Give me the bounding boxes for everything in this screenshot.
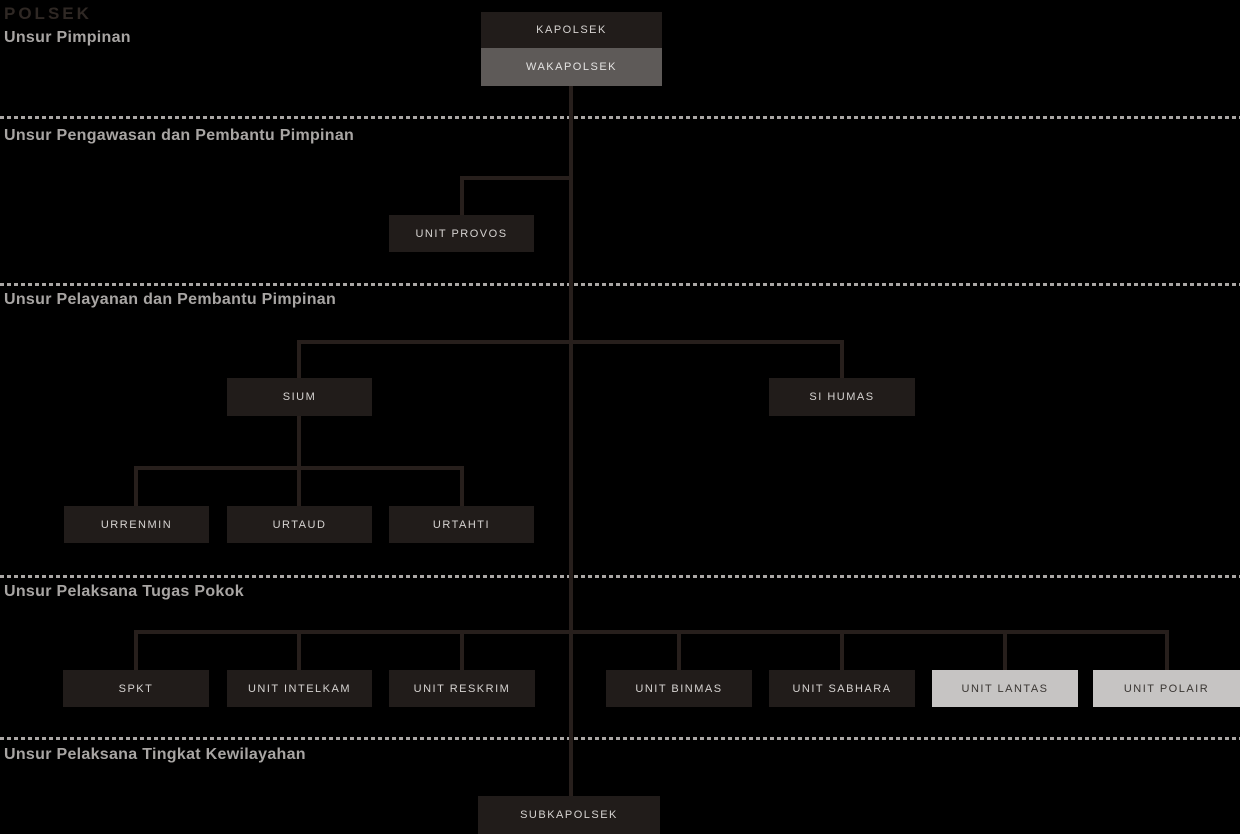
connector-unit-polair-stub: [1165, 630, 1169, 670]
node-unit-reskrim-label: UNIT RESKRIM: [413, 682, 511, 695]
connector-provos-horizontal: [460, 176, 573, 180]
page-title: POLSEK: [4, 4, 92, 23]
node-unit-reskrim: UNIT RESKRIM: [389, 670, 535, 707]
node-unit-sabhara-label: UNIT SABHARA: [792, 682, 892, 695]
connector-unit-lantas-stub: [1003, 630, 1007, 670]
connector-provos-vertical: [460, 176, 464, 216]
node-sium-label: SIUM: [282, 391, 317, 403]
section-label-unsur-pengawasan: Unsur Pengawasan dan Pembantu Pimpinan: [4, 127, 355, 144]
connector-si-humas-stub: [840, 340, 844, 378]
connector-trunk: [569, 86, 573, 796]
connector-urtahti-stub: [460, 466, 464, 506]
node-kapolsek-label: KAPOLSEK: [536, 24, 607, 36]
connector-unit-binmas-stub: [677, 630, 681, 670]
node-subkapolsek: SUBKAPOLSEK: [478, 796, 660, 834]
connector-row4-horizontal: [134, 630, 1169, 634]
node-spkt: SPKT: [63, 670, 209, 707]
node-wakapolsek: WAKAPOLSEK: [481, 48, 662, 86]
node-kapolsek: KAPOLSEK: [481, 12, 662, 48]
node-unit-intelkam-label: UNIT INTELKAM: [247, 682, 352, 695]
section-divider-4: [0, 737, 1240, 740]
section-label-unsur-pelayanan: Unsur Pelayanan dan Pembantu Pimpinan: [4, 291, 337, 308]
node-si-humas: SI HUMAS: [769, 378, 915, 416]
node-urtaud-label: URTAUD: [272, 518, 327, 531]
node-urtaud: URTAUD: [227, 506, 372, 543]
connector-spkt-stub: [134, 630, 138, 670]
node-urtahti: URTAHTI: [389, 506, 534, 543]
connector-row2-horizontal: [297, 340, 844, 344]
node-urrenmin-label: URRENMIN: [100, 518, 173, 531]
node-unit-provos: UNIT PROVOS: [389, 215, 534, 252]
connector-unit-intelkam-stub: [297, 630, 301, 670]
node-sium: SIUM: [227, 378, 372, 416]
node-unit-polair: UNIT POLAIR: [1093, 670, 1240, 707]
node-unit-intelkam: UNIT INTELKAM: [227, 670, 372, 707]
node-unit-binmas: UNIT BINMAS: [606, 670, 752, 707]
section-divider-2: [0, 283, 1240, 286]
connector-urtaud-stub: [297, 466, 301, 506]
section-divider-1: [0, 116, 1240, 119]
node-unit-lantas-label: UNIT LANTAS: [961, 682, 1049, 695]
section-label-unsur-pimpinan: Unsur Pimpinan: [4, 29, 131, 46]
connector-unit-sabhara-stub: [840, 630, 844, 670]
node-urrenmin: URRENMIN: [64, 506, 209, 543]
connector-unit-reskrim-stub: [460, 630, 464, 670]
connector-urrenmin-stub: [134, 466, 138, 506]
node-unit-binmas-label: UNIT BINMAS: [635, 682, 723, 695]
connector-sium-stub: [297, 340, 301, 378]
node-urtahti-label: URTAHTI: [432, 518, 491, 531]
node-unit-polair-label: UNIT POLAIR: [1123, 682, 1210, 695]
section-divider-3: [0, 575, 1240, 578]
connector-sium-down: [297, 416, 301, 470]
section-label-unsur-pelaksana-tugas-pokok: Unsur Pelaksana Tugas Pokok: [4, 583, 244, 600]
section-label-unsur-pelaksana-kewilayahan: Unsur Pelaksana Tingkat Kewilayahan: [4, 746, 306, 763]
node-wakapolsek-label: WAKAPOLSEK: [525, 61, 617, 73]
node-unit-sabhara: UNIT SABHARA: [769, 670, 915, 707]
node-unit-provos-label: UNIT PROVOS: [415, 227, 508, 240]
node-subkapolsek-label: SUBKAPOLSEK: [520, 809, 618, 821]
node-si-humas-label: SI HUMAS: [809, 391, 875, 403]
node-spkt-label: SPKT: [118, 682, 154, 695]
node-unit-lantas: UNIT LANTAS: [932, 670, 1078, 707]
